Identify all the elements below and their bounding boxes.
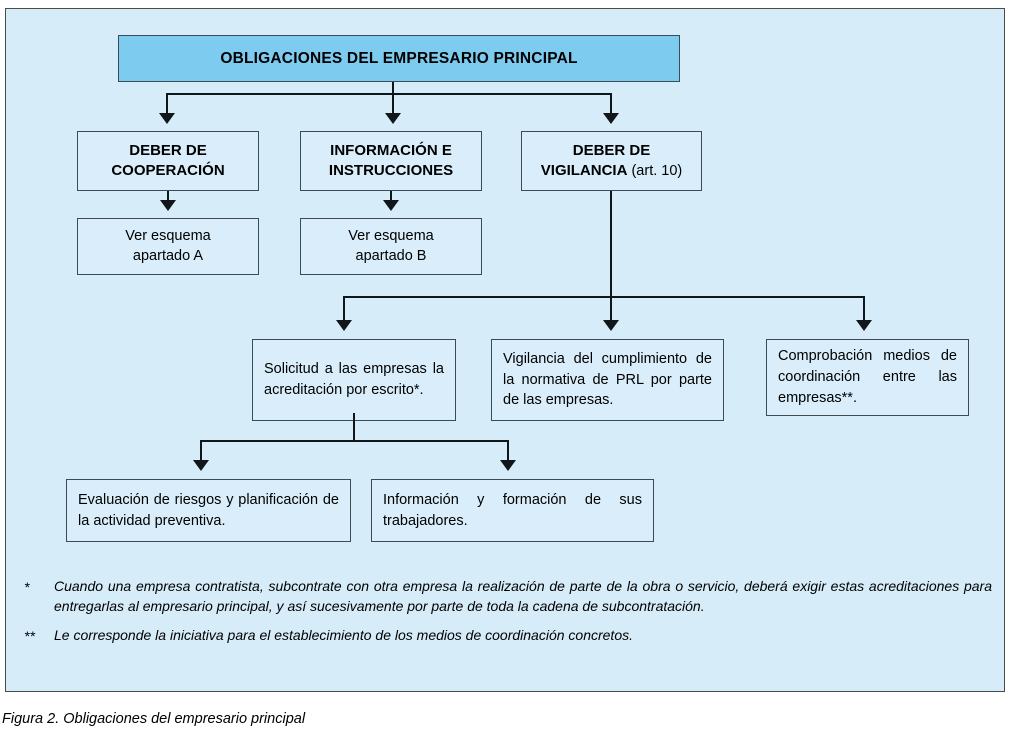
connector-solicitud-trunk (353, 413, 355, 441)
figure-panel: OBLIGACIONES DEL EMPRESARIO PRINCIPAL DE… (5, 8, 1005, 692)
node-ver-b-line2: apartado B (355, 247, 427, 264)
connector-cooperacion-to-ver-a (167, 191, 169, 207)
arrowhead-ver-a (160, 200, 176, 211)
connector-drop-cooperacion (166, 93, 168, 113)
node-ver-a-label: Ver esquema apartado A (78, 227, 258, 266)
node-cooperacion-label: DEBER DE COOPERACIÓN (78, 141, 258, 181)
node-vigilancia-cumplimiento-prl[interactable]: Vigilancia del cumplimiento de la normat… (491, 339, 724, 421)
node-deber-de-vigilancia[interactable]: DEBER DE VIGILANCIA (art. 10) (521, 131, 702, 191)
connector-drop-comprobacion (863, 296, 865, 320)
node-deber-de-cooperacion[interactable]: DEBER DE COOPERACIÓN (77, 131, 259, 191)
node-ver-a-line2: apartado A (132, 247, 204, 264)
connector-drop-vigilancia-cumplimiento (610, 296, 612, 320)
arrowhead-informacion (385, 113, 401, 124)
node-vigilancia-label: DEBER DE VIGILANCIA (art. 10) (522, 141, 701, 181)
node-vigilancia-line1: DEBER DE (572, 142, 651, 160)
footnote-text-asterisk: Cuando una empresa contratista, subcontr… (54, 578, 992, 614)
node-ver-b-line1: Ver esquema (348, 228, 434, 245)
connector-level4-bus (343, 296, 865, 298)
node-ver-a-line1: Ver esquema (125, 228, 211, 245)
arrowhead-ver-b (383, 200, 399, 211)
node-obligaciones-empresario-principal[interactable]: OBLIGACIONES DEL EMPRESARIO PRINCIPAL (118, 35, 680, 82)
node-comprobacion-medios-coordinacion[interactable]: Comprobación medios de coordinación entr… (766, 339, 969, 416)
connector-level2-bus (166, 93, 612, 95)
connector-drop-informacion (392, 93, 394, 113)
node-ver-esquema-apartado-a[interactable]: Ver esquema apartado A (77, 218, 259, 275)
footnote-single-asterisk: * Cuando una empresa contratista, subcon… (24, 577, 992, 617)
node-informacion-formacion-trabajadores[interactable]: Información y formación de sus trabajado… (371, 479, 654, 542)
node-informacion-line2: INSTRUCCIONES (328, 162, 454, 179)
node-solicitud-label: Solicitud a las empresas la acreditación… (264, 361, 444, 398)
footnote-marker-asterisk: * (24, 579, 30, 595)
footnote-text-double-asterisk: Le corresponde la iniciativa para el est… (54, 626, 633, 643)
arrowhead-solicitud (336, 320, 352, 331)
footnote-marker-double-asterisk: ** (24, 627, 35, 644)
connector-title-trunk (392, 82, 394, 101)
node-evaluacion-riesgos[interactable]: Evaluación de riesgos y planificación de… (66, 479, 351, 542)
connector-vigilancia-trunk (610, 191, 612, 297)
figure-caption: Figura 2. Obligaciones del empresario pr… (2, 711, 306, 727)
node-vigilancia-cumplimiento-label: Vigilancia del cumplimiento de la normat… (503, 350, 712, 409)
node-formacion-label: Información y formación de sus trabajado… (383, 491, 642, 529)
node-vigilancia-article-note: (art. 10) (627, 162, 683, 179)
arrowhead-vigilancia (603, 113, 619, 124)
node-title-label: OBLIGACIONES DEL EMPRESARIO PRINCIPAL (220, 49, 578, 67)
connector-drop-vigilancia (610, 93, 612, 113)
node-evaluacion-label: Evaluación de riesgos y planificación de… (78, 491, 339, 529)
node-informacion-label: INFORMACIÓN E INSTRUCCIONES (301, 141, 481, 181)
connector-drop-evaluacion (200, 440, 202, 460)
footnote-double-asterisk: ** Le corresponde la iniciativa para el … (24, 626, 992, 647)
connector-drop-solicitud (343, 296, 345, 320)
arrowhead-cooperacion (159, 113, 175, 124)
arrowhead-comprobacion (856, 320, 872, 331)
node-vigilancia-line2: VIGILANCIA (540, 161, 628, 179)
node-cooperacion-line1: DEBER DE (129, 142, 207, 160)
arrowhead-formacion (500, 460, 516, 471)
connector-drop-formacion (507, 440, 509, 460)
arrowhead-evaluacion (193, 460, 209, 471)
node-cooperacion-line2: COOPERACIÓN (111, 162, 225, 179)
arrowhead-vigilancia-cumplimiento (603, 320, 619, 331)
connector-informacion-to-ver-b (390, 191, 392, 207)
node-solicitud-acreditacion[interactable]: Solicitud a las empresas la acreditación… (252, 339, 456, 421)
connector-level5-bus (200, 440, 509, 442)
node-informacion-line1: INFORMACIÓN E (330, 142, 452, 160)
node-ver-b-label: Ver esquema apartado B (301, 227, 481, 266)
footnotes: * Cuando una empresa contratista, subcon… (24, 577, 992, 656)
node-informacion-e-instrucciones[interactable]: INFORMACIÓN E INSTRUCCIONES (300, 131, 482, 191)
node-comprobacion-label: Comprobación medios de coordinación entr… (778, 348, 957, 406)
node-ver-esquema-apartado-b[interactable]: Ver esquema apartado B (300, 218, 482, 275)
